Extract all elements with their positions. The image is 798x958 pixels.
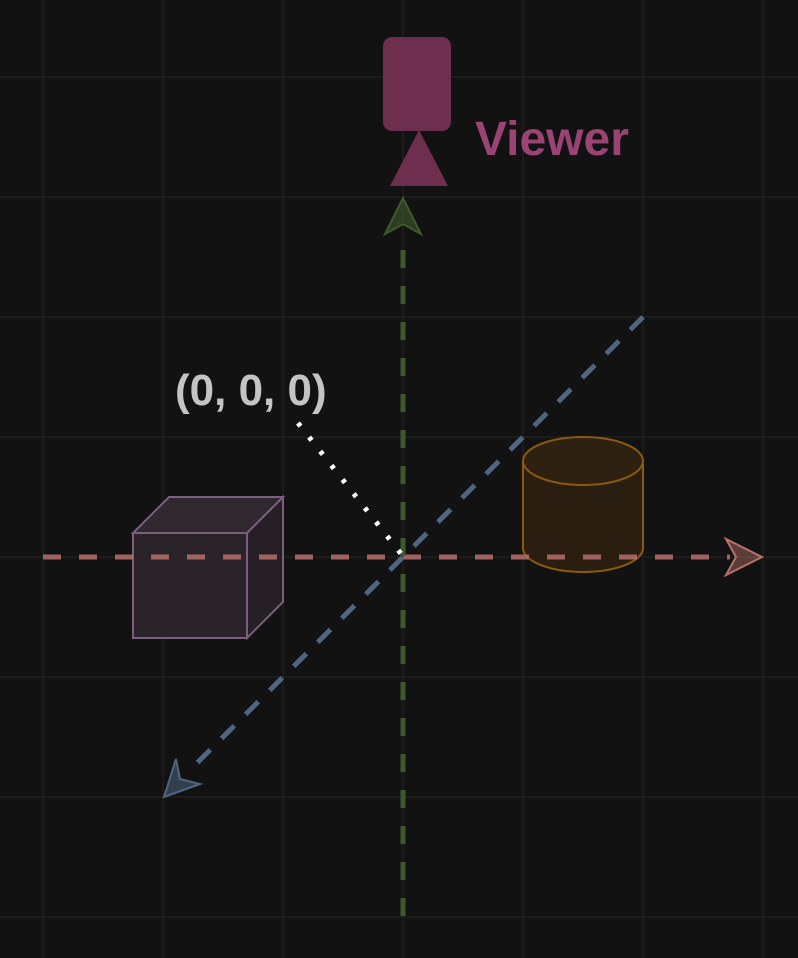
y-axis-arrowhead-icon bbox=[382, 195, 424, 237]
viewer-body bbox=[383, 37, 451, 131]
viewer-cone bbox=[390, 130, 448, 186]
cube-side-face bbox=[246, 494, 284, 641]
cylinder-top bbox=[522, 436, 644, 486]
cube-front-face bbox=[132, 532, 248, 639]
x-axis-arrowhead-icon bbox=[723, 536, 765, 578]
wireframe-cube bbox=[130, 494, 286, 641]
y-axis bbox=[382, 195, 424, 916]
cylinder bbox=[522, 436, 644, 573]
z-axis-line bbox=[188, 315, 645, 772]
x-axis bbox=[43, 536, 765, 578]
origin-label: (0, 0, 0) bbox=[175, 366, 327, 415]
z-axis-arrowhead-icon bbox=[162, 758, 204, 799]
z-axis bbox=[162, 315, 645, 799]
cylinder-body bbox=[523, 461, 643, 572]
viewer-figure bbox=[383, 37, 451, 186]
viewer-label: Viewer bbox=[475, 113, 629, 166]
